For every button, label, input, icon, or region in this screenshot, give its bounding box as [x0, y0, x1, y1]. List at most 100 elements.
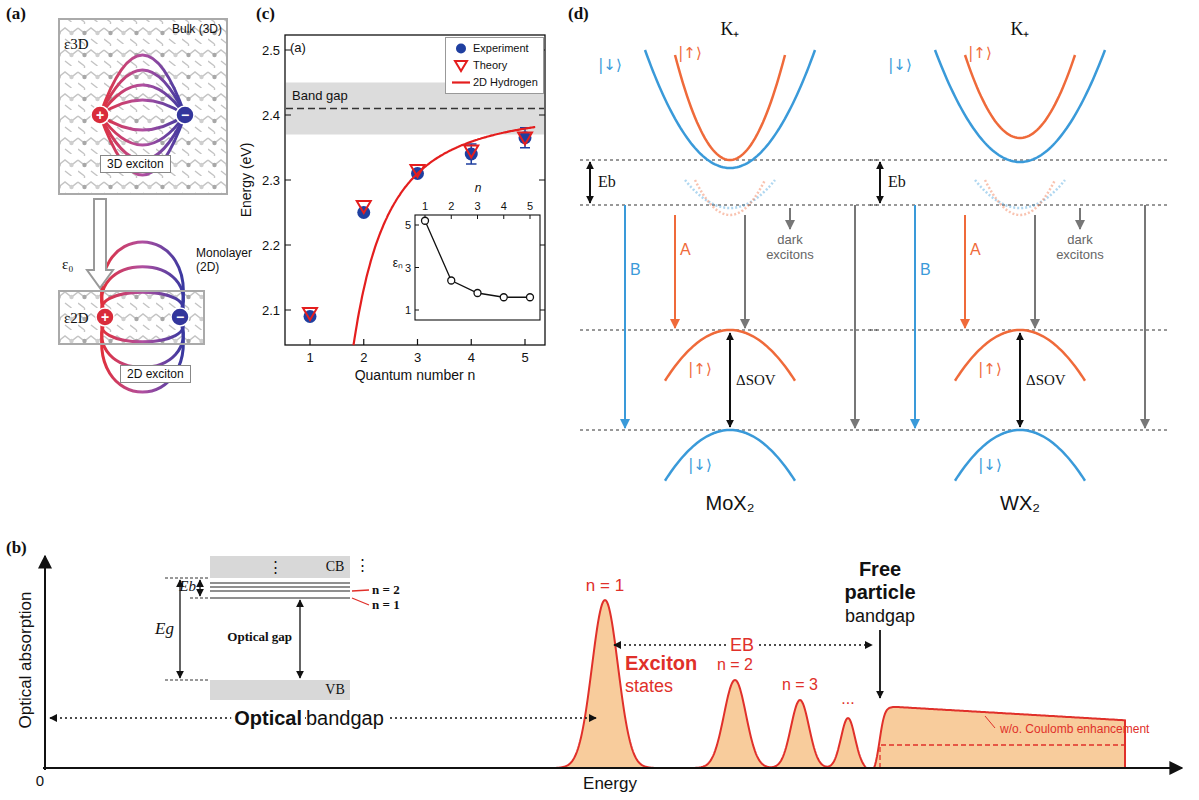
energy-plot	[464, 146, 478, 158]
text-label: w/o. Coulomb enhancement	[1000, 722, 1149, 736]
node-text: 2D exciton	[127, 367, 184, 381]
energy-plot	[425, 221, 530, 298]
text-label: +	[101, 309, 109, 325]
text-label: −	[181, 107, 189, 123]
text-label: +	[96, 107, 104, 123]
legend-sample	[451, 40, 471, 57]
transition-arrow	[744, 215, 746, 328]
text-label: (d)	[568, 4, 589, 24]
text-label: n = 3	[782, 676, 818, 694]
text-label: εₙ	[393, 254, 403, 271]
text-label: 2.2	[262, 238, 280, 253]
exciton-box: 2D exciton	[120, 365, 191, 383]
transition-arrow	[879, 162, 881, 203]
text-label: Eg	[155, 619, 174, 639]
text-label: (c)	[256, 4, 275, 24]
band-curve	[645, 50, 815, 168]
text-label: |↓⟩	[888, 56, 911, 74]
text-label: Optical absorption	[16, 591, 36, 728]
band-curve	[675, 55, 785, 160]
text-label: |↓⟩	[688, 456, 711, 474]
text-label: EB	[727, 635, 757, 656]
node-text: Bulk (3D)	[172, 22, 222, 36]
text-label: Optical gap	[227, 629, 292, 645]
energy-plot	[519, 131, 532, 144]
energy-plot	[285, 35, 545, 345]
transition-arrow	[729, 333, 731, 427]
text-label: 5	[521, 350, 528, 365]
block-arrow	[87, 199, 113, 288]
legend-row: Experiment	[451, 40, 538, 57]
field-lines-3d	[100, 115, 185, 160]
gap-inset	[210, 680, 350, 700]
transition-arrow	[1144, 205, 1146, 428]
text-label: 3	[405, 262, 411, 274]
text-label: 2.5	[262, 43, 280, 58]
text-label: CB	[326, 559, 345, 575]
text-label: |↑⟩	[968, 44, 991, 62]
gap-inset	[352, 590, 369, 605]
field-lines-2d	[102, 242, 184, 317]
text-label: |↓⟩	[978, 456, 1001, 474]
band-curve	[955, 430, 1085, 481]
text-label: Band gap	[292, 88, 348, 103]
text-label: −	[176, 309, 184, 325]
exciton-box: 3D exciton	[100, 155, 171, 173]
transition-arrow	[854, 205, 856, 428]
field-lines-3d	[100, 115, 185, 130]
node-text: ε2D	[64, 310, 89, 327]
band-curve	[965, 55, 1075, 138]
field-lines-3d	[100, 55, 185, 115]
transition-arrow	[914, 205, 916, 428]
text-label: Eb	[888, 173, 906, 191]
text-label: Eb	[179, 578, 196, 595]
charges	[91, 106, 109, 124]
text-label: Energy (eV)	[238, 143, 254, 218]
text-label: VB	[325, 682, 344, 698]
text-label: Free particle	[838, 558, 923, 604]
text-label: (b)	[6, 538, 27, 558]
transition-arrow	[1034, 215, 1036, 328]
field-lines-3d	[100, 100, 185, 115]
band-curve	[985, 180, 1055, 215]
transition-arrow	[1019, 333, 1021, 427]
band-curve	[665, 430, 795, 481]
energy-plot	[411, 165, 425, 177]
field-lines-2d	[102, 317, 184, 392]
bulk-crystal: Bulk (3D) ε3D 3D exciton	[58, 18, 228, 195]
energy-plot	[286, 108, 544, 110]
legend-sample	[451, 57, 471, 74]
text-label: B	[630, 261, 641, 279]
charges	[96, 308, 114, 326]
node-text: ε3D	[64, 36, 89, 53]
text-label: ε₀	[62, 256, 74, 273]
text-label: ...	[841, 690, 854, 708]
bulk-lattice	[59, 19, 227, 194]
band-curve	[695, 180, 765, 215]
text-label: n = 2	[717, 656, 753, 674]
transition-arrow	[624, 205, 626, 428]
absorption-spectrum	[43, 767, 1182, 769]
energy-plot	[415, 215, 530, 310]
gap-inset	[199, 580, 200, 596]
text-label: 4	[501, 200, 507, 212]
level-line	[870, 160, 1170, 161]
energy-plot	[474, 290, 481, 297]
text-label: Exciton	[625, 652, 697, 675]
transition-arrow	[589, 162, 591, 203]
text-label: ⋮	[268, 558, 283, 576]
transition-arrow	[1079, 208, 1081, 229]
text-label: bandgap	[845, 606, 915, 627]
text-label: n = 1	[372, 597, 400, 613]
text-label: (a)	[6, 4, 26, 24]
text-label: 2	[448, 200, 454, 212]
text-label: K₊	[1011, 16, 1030, 40]
charges	[171, 308, 189, 326]
text-label: 1	[306, 350, 313, 365]
text-label: Quantum number n	[355, 367, 476, 383]
absorption-spectrum	[470, 600, 1125, 768]
charges	[176, 106, 194, 124]
